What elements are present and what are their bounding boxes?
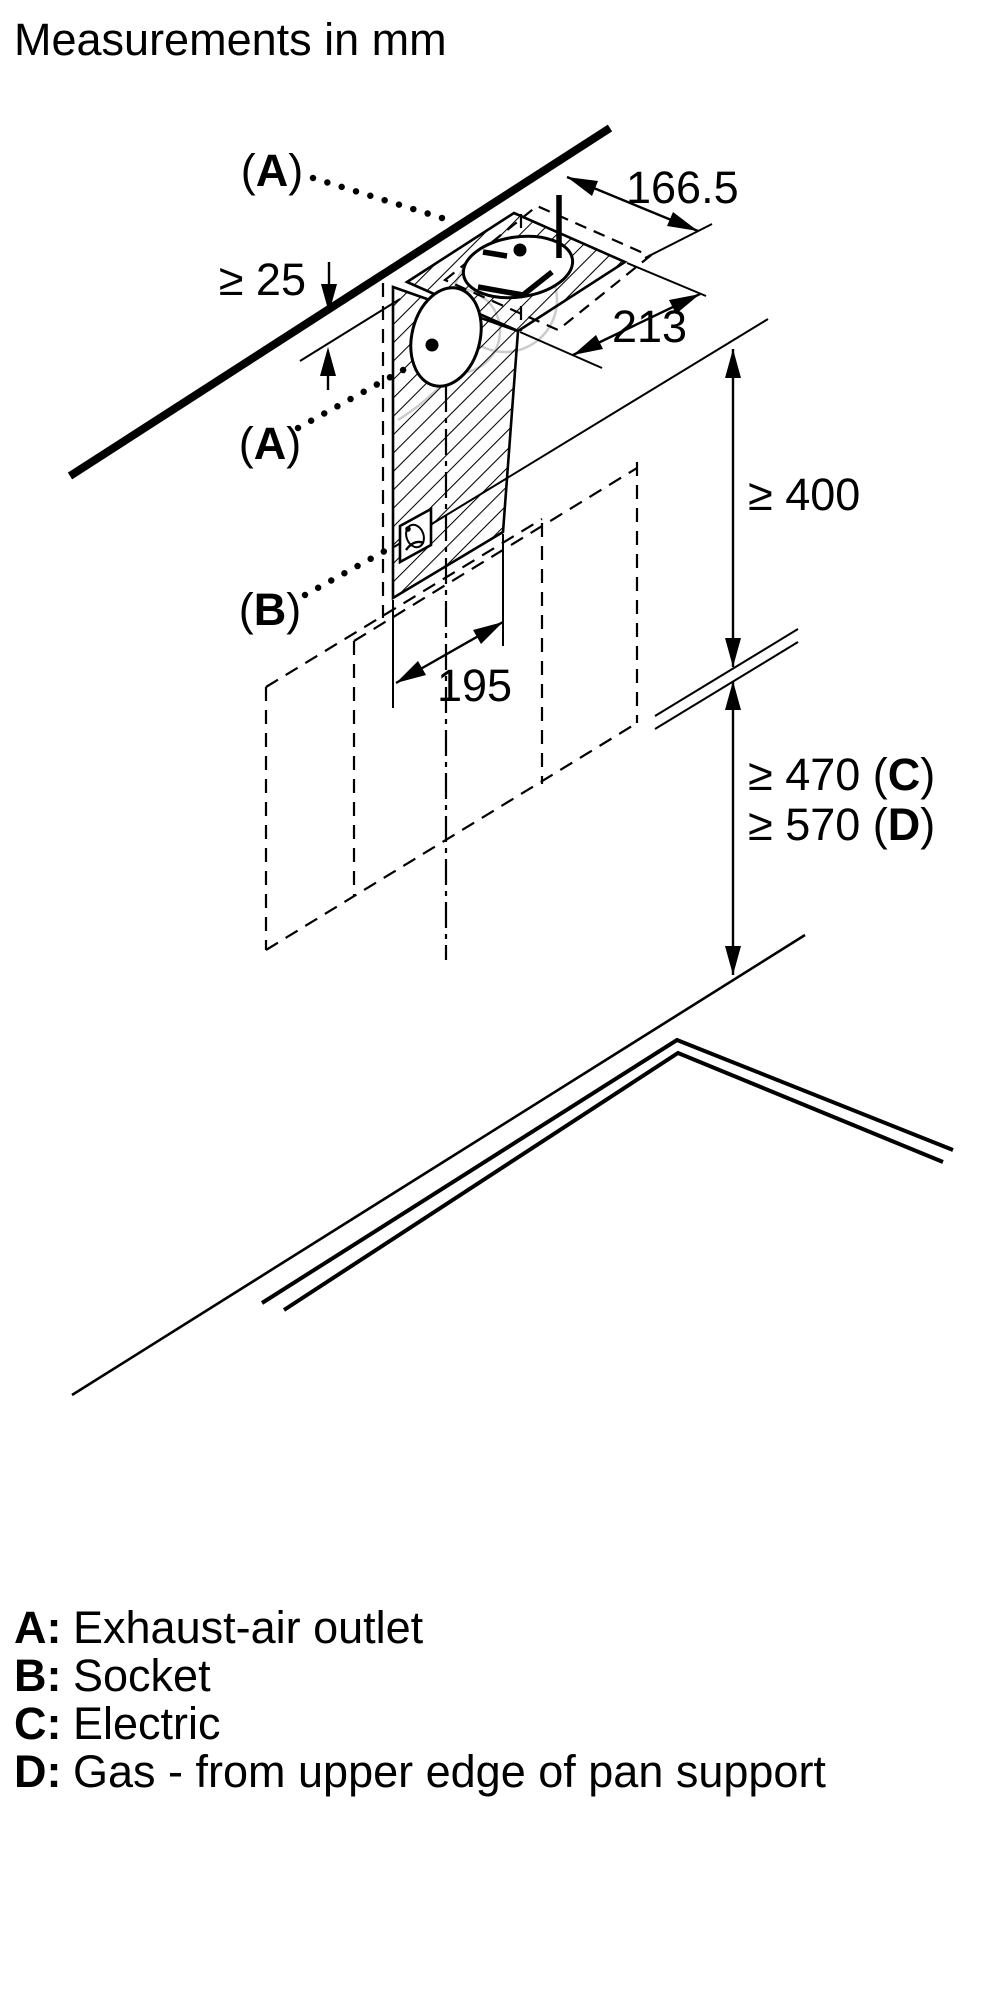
callout-b: (B) xyxy=(239,584,302,635)
counter-edge-line xyxy=(71,933,806,1397)
hood-outline-dashed xyxy=(264,214,639,951)
callout-a-wall: (A) xyxy=(239,418,302,469)
dim-min-distance-470-570: ≥ 470 (C) ≥ 570 (D) xyxy=(725,681,935,975)
cooktop-outline xyxy=(260,1037,954,1312)
exhaust-outlet-top-ellipse xyxy=(461,195,575,300)
extension-lines xyxy=(299,223,799,730)
dim-outlet-depth: 213 xyxy=(572,292,701,357)
legend-row-d: D: Gas - from upper edge of pan support xyxy=(14,1746,826,1797)
socket-icon xyxy=(398,506,433,565)
svg-text:Socket: Socket xyxy=(73,1650,211,1701)
ceiling-line xyxy=(67,124,613,480)
svg-text:Exhaust-air outlet: Exhaust-air outlet xyxy=(73,1602,424,1653)
svg-text:B:: B: xyxy=(14,1650,61,1701)
dim-ceiling-gap-label: ≥ 25 xyxy=(219,254,306,305)
legend-row-a: A: Exhaust-air outlet xyxy=(14,1602,424,1653)
svg-text:Electric: Electric xyxy=(73,1698,221,1749)
dim-electric-label: ≥ 470 (C) xyxy=(748,749,935,800)
svg-text:D:: D: xyxy=(14,1746,61,1797)
dim-min-distance-400-label: ≥ 400 xyxy=(748,469,860,520)
dim-duct-width: 195 xyxy=(395,620,512,711)
svg-text:C:: C: xyxy=(14,1698,61,1749)
center-mark-dot xyxy=(513,243,527,257)
exhaust-outlet-front-ellipse xyxy=(409,286,483,388)
svg-text:A:: A: xyxy=(14,1602,61,1653)
center-mark-dot xyxy=(425,338,439,352)
leader-lines xyxy=(294,174,459,599)
callout-a-top: (A) xyxy=(241,145,304,196)
dim-min-distance-400: ≥ 400 xyxy=(725,349,860,667)
page-title: Measurements in mm xyxy=(14,14,447,65)
dim-gas-label: ≥ 570 (D) xyxy=(748,799,935,850)
legend: A: Exhaust-air outlet B: Socket C: Elect… xyxy=(14,1602,826,1797)
legend-row-b: B: Socket xyxy=(14,1650,211,1701)
dim-outlet-width-label: 166.5 xyxy=(626,162,739,213)
dim-ceiling-gap: ≥ 25 xyxy=(219,254,337,390)
legend-row-c: C: Electric xyxy=(14,1698,221,1749)
dim-duct-width-label: 195 xyxy=(437,660,512,711)
dim-outlet-depth-label: 213 xyxy=(612,301,687,352)
svg-text:Gas - from upper edge of pan s: Gas - from upper edge of pan support xyxy=(73,1746,826,1797)
dim-outlet-width: 166.5 xyxy=(566,162,739,233)
